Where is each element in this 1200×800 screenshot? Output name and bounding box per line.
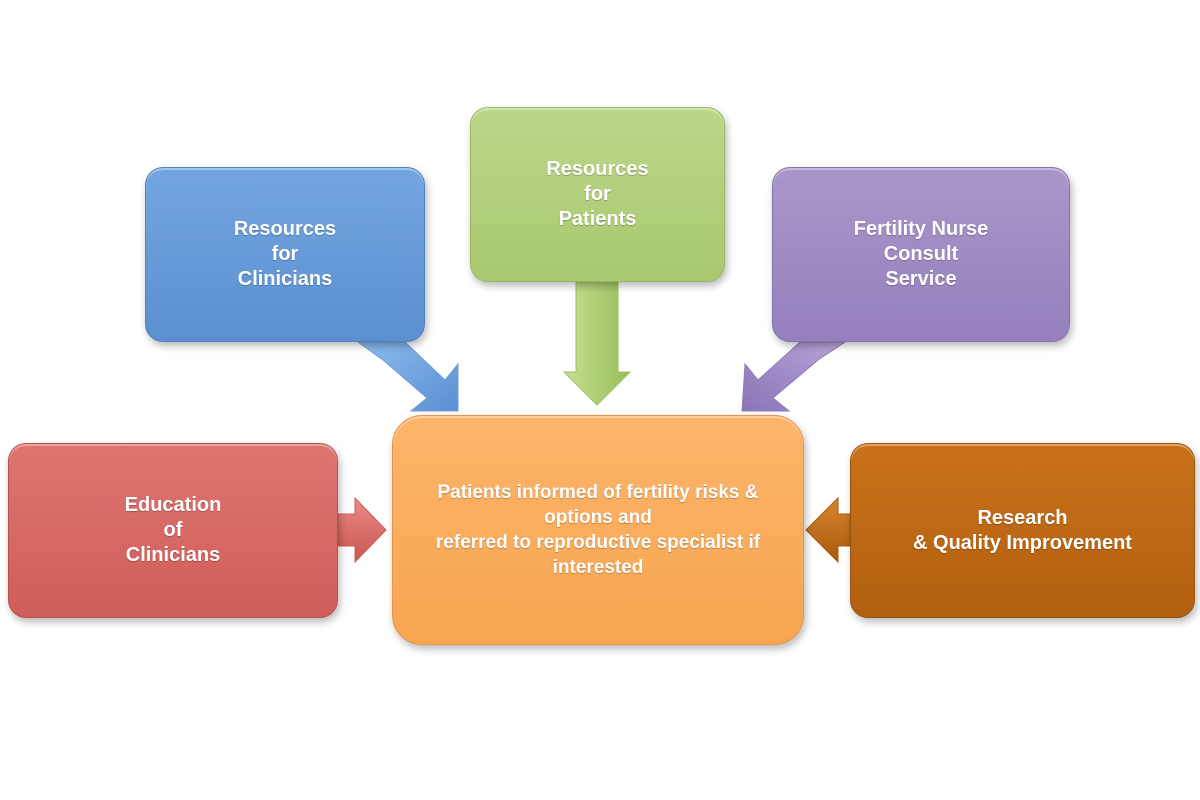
center-line-1: Patients informed of fertility risks & xyxy=(437,482,759,503)
education-line-2: of xyxy=(163,519,183,541)
arrow-patients-to-center xyxy=(562,281,632,406)
patients-line-1: Resources xyxy=(546,158,649,180)
education-line-3: Clinicians xyxy=(125,544,221,566)
patients-line-3: Patients xyxy=(558,208,637,230)
research-line-1: Research xyxy=(977,506,1068,529)
arrow-education-to-center xyxy=(337,496,387,564)
nurse-line-1: Fertility Nurse xyxy=(853,218,989,240)
education-of-clinicians-box: Education of Clinicians xyxy=(8,443,338,618)
clinicians-line-1: Resources xyxy=(233,218,337,240)
nurse-line-2: Consult xyxy=(883,243,959,265)
research-line-2: & Quality Improvement xyxy=(913,531,1132,554)
center-line-4: interested xyxy=(552,557,644,578)
research-quality-improvement-box: Research & Quality Improvement xyxy=(850,443,1195,618)
arrow-clinicians-to-center xyxy=(356,341,459,412)
resources-for-patients-box: Resources for Patients xyxy=(470,107,725,282)
fertility-nurse-consult-box: Fertility Nurse Consult Service xyxy=(772,167,1070,342)
center-line-3: referred to reproductive specialist if xyxy=(435,532,761,553)
education-line-1: Education xyxy=(124,494,222,516)
arrow-research-to-center xyxy=(805,496,851,564)
patients-informed-center-box: Patients informed of fertility risks & o… xyxy=(392,415,804,645)
clinicians-line-2: for xyxy=(271,243,299,265)
nurse-line-3: Service xyxy=(885,268,957,290)
arrow-nurse-to-center xyxy=(741,341,847,412)
patients-line-2: for xyxy=(584,183,611,205)
clinicians-line-3: Clinicians xyxy=(237,268,333,290)
resources-for-clinicians-box: Resources for Clinicians xyxy=(145,167,425,342)
center-line-2: options and xyxy=(544,507,652,528)
